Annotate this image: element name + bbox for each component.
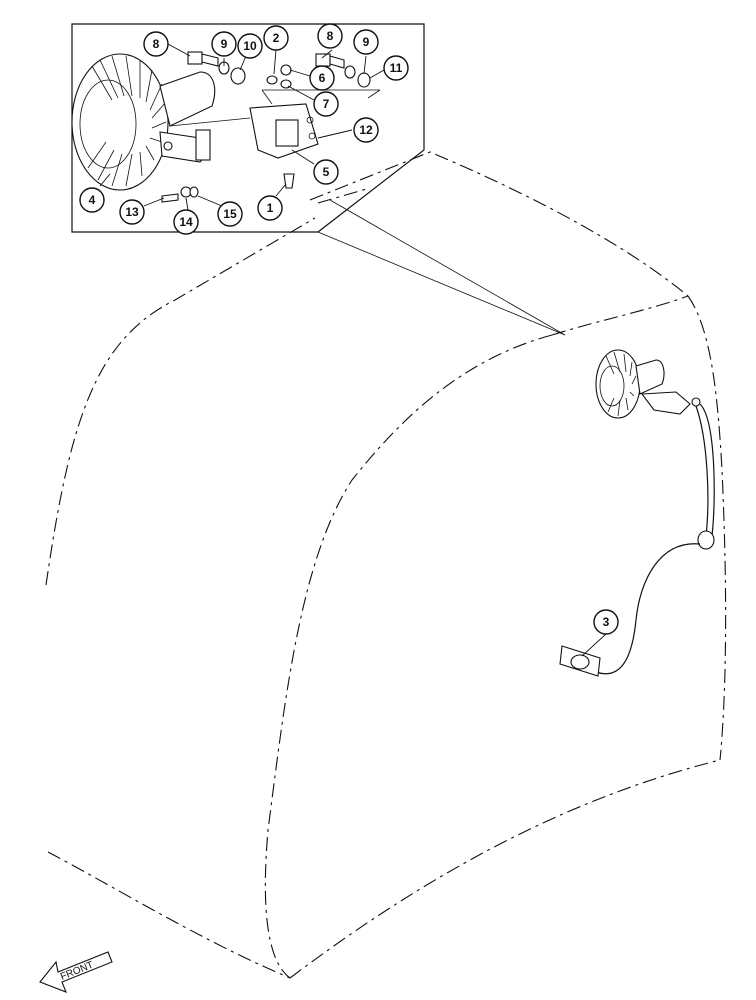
callout-label-8-right: 8: [327, 29, 334, 43]
callout-14: 14: [173, 209, 199, 235]
callout-label-5: 5: [323, 165, 330, 179]
callout-label-3: 3: [603, 615, 610, 629]
callout-label-11: 11: [390, 61, 403, 75]
detail-inset: [71, 23, 566, 336]
callout-label-13: 13: [125, 205, 139, 219]
work-lamp-installed: [595, 349, 701, 419]
callout-8-right: 8: [317, 23, 343, 49]
callout-9-left: 9: [211, 31, 237, 57]
wiring-harness: [559, 403, 715, 677]
callout-15: 15: [217, 201, 243, 227]
callout-12: 12: [353, 117, 379, 143]
hardware: [161, 51, 381, 203]
callout-label-10: 10: [243, 39, 257, 53]
cab-outline: [45, 151, 727, 979]
callout-label-9-right: 9: [363, 35, 370, 49]
callout-label-7: 7: [323, 97, 330, 111]
callout-3: 3: [593, 609, 619, 635]
callout-label-9-left: 9: [221, 37, 228, 51]
callout-6: 6: [309, 65, 335, 91]
callout-11: 11: [383, 55, 409, 81]
callout-label-4: 4: [89, 193, 96, 207]
callout-label-6: 6: [319, 71, 326, 85]
front-arrow: FRONT: [39, 951, 113, 993]
bracket-detail: [249, 103, 319, 189]
callout-label-2: 2: [273, 31, 280, 45]
leader-lines: [99, 43, 607, 657]
callout-2: 2: [263, 25, 289, 51]
callout-label-12: 12: [359, 123, 373, 137]
callout-label-14: 14: [179, 215, 193, 229]
callout-label-8-left: 8: [153, 37, 160, 51]
callout-13: 13: [119, 199, 145, 225]
front-label: FRONT: [59, 960, 95, 983]
callout-1: 1: [257, 195, 283, 221]
callout-8-left: 8: [143, 31, 169, 57]
callout-9-right: 9: [353, 29, 379, 55]
callout-5: 5: [313, 159, 339, 185]
work-lamp-detail: [71, 53, 251, 191]
callout-10: 10: [237, 33, 263, 59]
callout-7: 7: [313, 91, 339, 117]
callout-label-15: 15: [223, 207, 237, 221]
callout-label-1: 1: [267, 201, 274, 215]
callout-4: 4: [79, 187, 105, 213]
